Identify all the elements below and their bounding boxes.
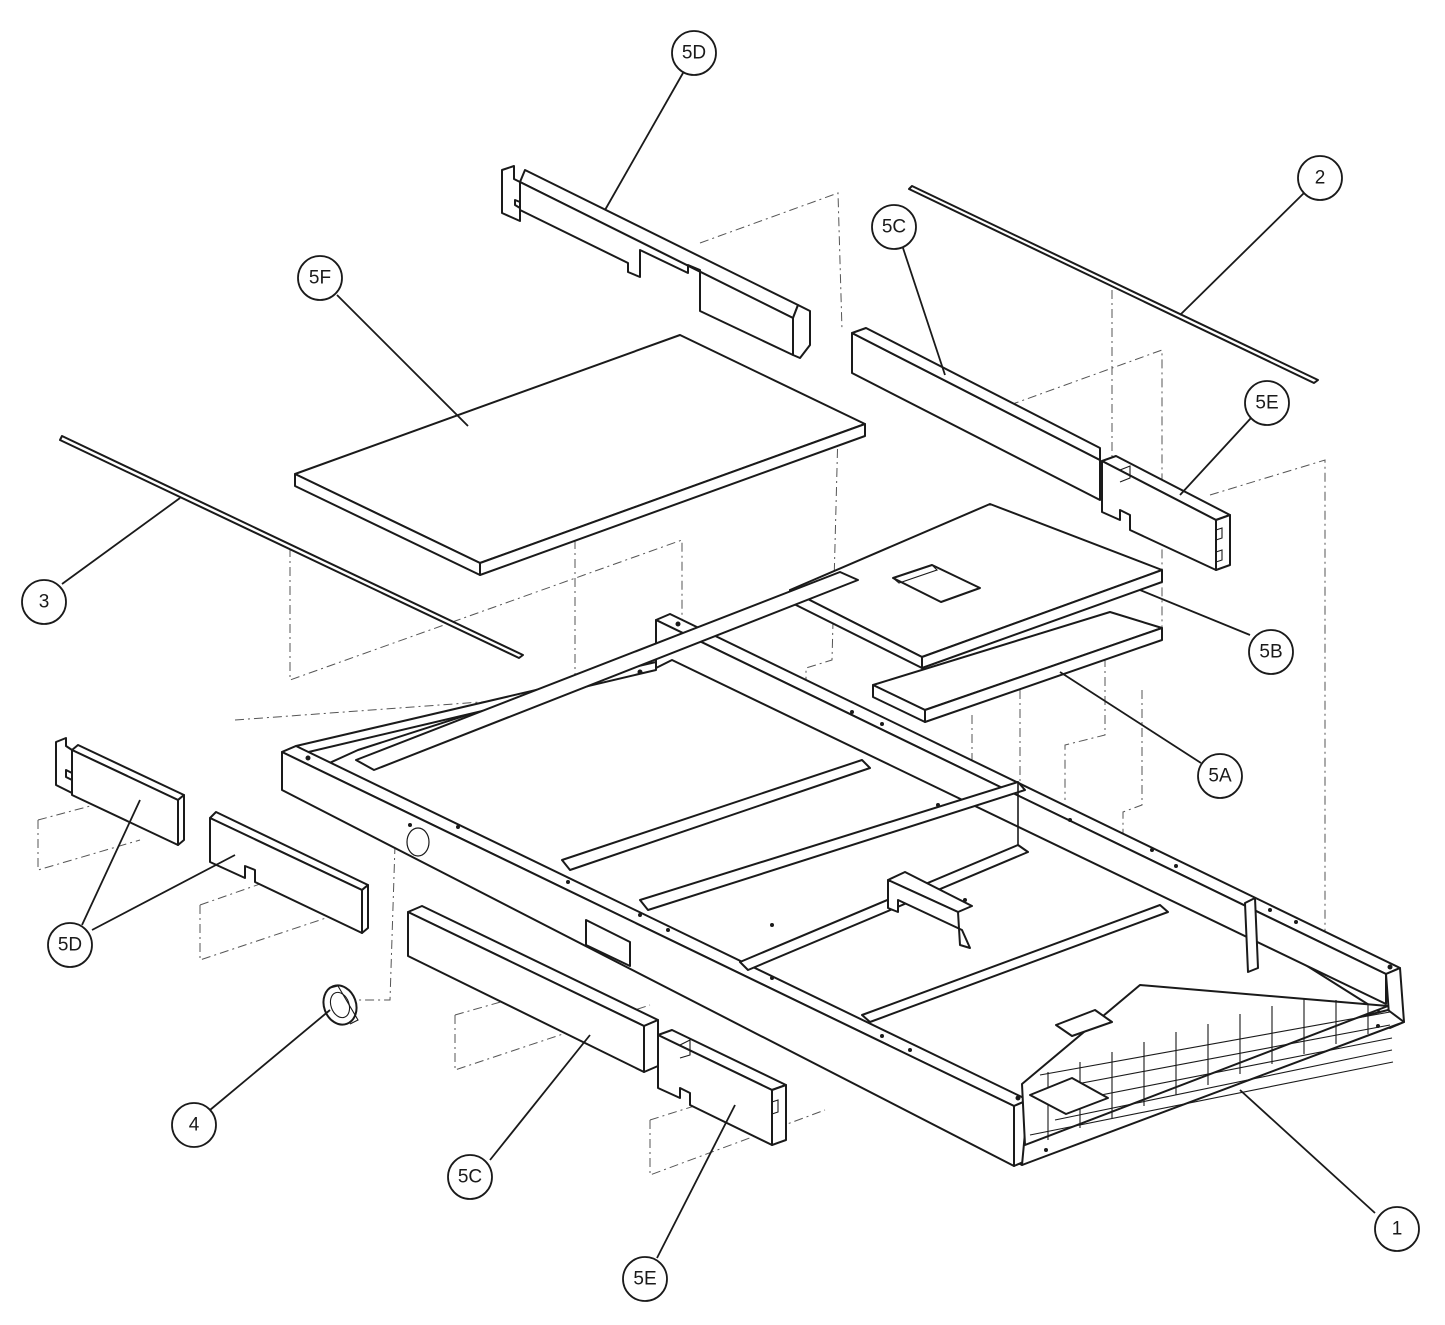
svg-text:3: 3 xyxy=(39,592,50,613)
callout-5c-top: 5C xyxy=(871,204,917,250)
callout-2: 2 xyxy=(1297,155,1343,201)
bracket-part-5d-top xyxy=(501,165,811,359)
svg-text:5E: 5E xyxy=(633,1269,656,1290)
svg-text:5C: 5C xyxy=(458,1167,482,1188)
bracket-part-5e-top xyxy=(1101,455,1231,571)
callout-5d-top: 5D xyxy=(671,30,717,76)
bracket-part-5e-bottom xyxy=(657,1029,787,1146)
svg-text:5E: 5E xyxy=(1255,393,1278,414)
svg-text:5A: 5A xyxy=(1208,766,1232,787)
svg-text:5D: 5D xyxy=(58,935,82,956)
callout-5e-bottom: 5E xyxy=(622,1256,668,1302)
leader-lines xyxy=(61,72,1376,1259)
callout-5f: 5F xyxy=(297,255,343,301)
bracket-part-5d-left xyxy=(55,737,185,846)
callout-3: 3 xyxy=(21,579,67,625)
svg-text:5F: 5F xyxy=(309,268,331,289)
plank-part-5a xyxy=(872,611,1163,723)
panel-part-5f xyxy=(294,334,866,576)
bar-part-5c-top xyxy=(851,327,1101,501)
rivet-holes xyxy=(305,621,1393,1152)
callout-5e-top: 5E xyxy=(1244,380,1290,426)
svg-text:5D: 5D xyxy=(682,43,706,64)
svg-text:5B: 5B xyxy=(1259,642,1282,663)
panel-part-5b xyxy=(789,503,1163,669)
svg-text:4: 4 xyxy=(189,1115,200,1136)
callout-5d-left: 5D xyxy=(47,922,93,968)
callout-5a: 5A xyxy=(1197,753,1243,799)
bracket-part-5d-middle xyxy=(209,811,369,934)
callout-1: 1 xyxy=(1374,1206,1420,1252)
rod-part-2 xyxy=(908,185,1319,384)
rod-part-3 xyxy=(59,435,524,659)
grommet-part-4 xyxy=(322,984,359,1026)
callout-5c-bottom: 5C xyxy=(447,1154,493,1200)
tray-part-1 xyxy=(281,571,1405,1167)
callout-5b: 5B xyxy=(1248,629,1294,675)
bar-part-5c-bottom xyxy=(407,905,659,1073)
svg-text:2: 2 xyxy=(1315,168,1326,189)
svg-text:5C: 5C xyxy=(882,217,906,238)
svg-text:1: 1 xyxy=(1392,1219,1403,1240)
callout-4: 4 xyxy=(171,1102,217,1148)
